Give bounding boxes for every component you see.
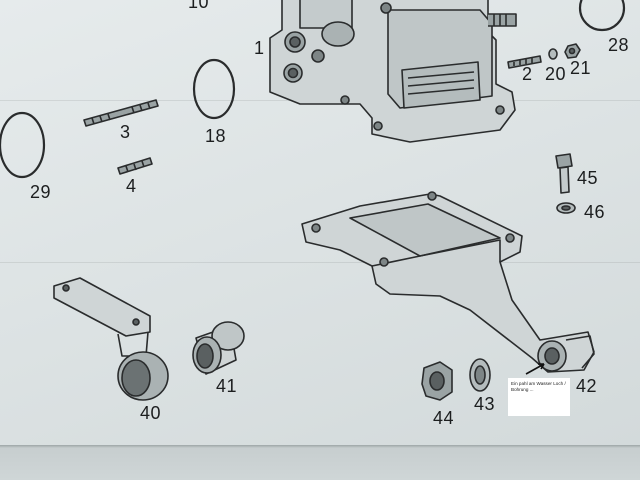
part-number-10: 10 — [188, 0, 210, 12]
o-ring-29 — [0, 111, 46, 179]
part-number-28: 28 — [608, 35, 630, 55]
part-number-18: 18 — [205, 126, 227, 146]
part-number-1: 1 — [254, 38, 265, 58]
page-bottom-edge — [0, 445, 640, 480]
part-number-40: 40 — [140, 403, 162, 423]
link-arm-40 — [53, 277, 169, 401]
part-number-43: 43 — [474, 394, 496, 414]
washer-20 — [548, 48, 558, 60]
part-number-29: 29 — [30, 182, 52, 202]
part-number-46: 46 — [584, 202, 606, 222]
part-number-41: 41 — [216, 376, 238, 396]
part-number-21: 21 — [570, 58, 592, 78]
part-number-20: 20 — [545, 64, 567, 84]
bushing-41 — [192, 321, 245, 375]
o-ring-28 — [578, 0, 626, 32]
part-number-4: 4 — [126, 176, 137, 196]
stud-4 — [117, 157, 153, 175]
bracket-42 — [301, 191, 595, 373]
annotation-arrow — [525, 363, 545, 375]
part-number-42: 42 — [576, 376, 598, 396]
part-number-2: 2 — [522, 64, 533, 84]
bolt-45 — [555, 153, 573, 194]
stud-2 — [507, 55, 542, 69]
o-ring-18 — [192, 58, 236, 120]
annotation-note: Ein pahl am Wasser Loch / Bohrung ... — [508, 378, 570, 416]
part-number-44: 44 — [433, 408, 455, 428]
part-number-3: 3 — [120, 122, 131, 142]
part-number-45: 45 — [577, 168, 599, 188]
ruled-line — [0, 262, 640, 263]
stud-3 — [83, 99, 159, 127]
injection-pump-drawing — [269, 0, 517, 143]
